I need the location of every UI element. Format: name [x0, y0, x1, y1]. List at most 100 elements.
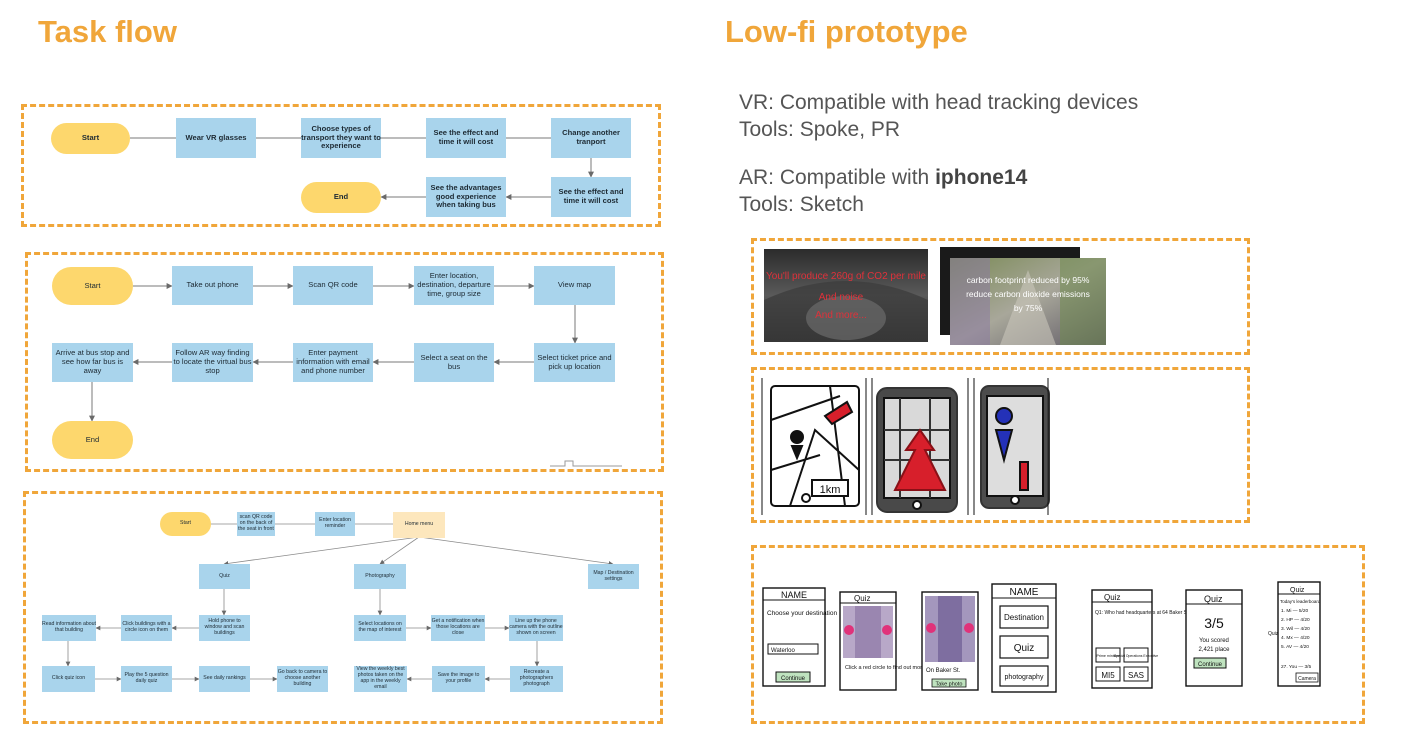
sketch7-row5: 5. AV — 4/20	[1281, 644, 1309, 650]
vr-car-line2: And noise	[819, 292, 864, 303]
sketch4-title: NAME	[1010, 587, 1039, 598]
ar-select-seat-node: Select a seat on the bus	[414, 343, 494, 382]
ar-sketch-arrow	[871, 378, 969, 515]
sketch6-button: Continue	[1198, 662, 1223, 668]
ar-enter-location-node: Enter location, destination, departure t…	[414, 266, 494, 305]
sketch7-row3: 3. Wil — 4/20	[1281, 626, 1310, 632]
sketch7-row2: 2. HP — 4/20	[1281, 617, 1310, 623]
sketch1-text: Choose your destination	[767, 610, 837, 617]
app-map-destination-node: Map / Destination settings	[588, 564, 639, 589]
ar-view-map-node: View map	[534, 266, 615, 305]
sketch6-score: 3/5	[1204, 615, 1224, 631]
vr-car-screenshot: You'll produce 260g of CO2 per mile And …	[764, 249, 928, 342]
vr-advantages-node: See the advantages good experience when …	[426, 177, 506, 217]
sketch7-row6: 27. You — 3/5	[1281, 664, 1311, 670]
sketch5-question: Q1: Who had headquarters at 64 Baker St.…	[1095, 610, 1211, 616]
vr-flow-connectors	[130, 137, 594, 200]
sketch7-title: Quiz	[1290, 587, 1305, 594]
ar-scan-node: Scan QR code	[293, 266, 373, 305]
app-start-node: Start	[160, 512, 211, 536]
app-flow-connectors	[65, 523, 614, 682]
sketch-quiz-question-screen: Quiz Q1: Who had headquarters at 64 Bake…	[1091, 589, 1211, 689]
sketch5-opt4: SAS	[1128, 671, 1144, 680]
sketch6-title: Quiz	[1204, 594, 1223, 604]
sketch-quiz-score-screen: Quiz 3/5 You scored 2,421 place Continue	[1185, 589, 1243, 687]
sketch7-side-label: Quiz	[1268, 631, 1279, 637]
sketch7-row4: 4. Mx — 4/20	[1281, 635, 1310, 641]
ar-sketch-map: 1km	[761, 378, 867, 515]
sketch1-title: NAME	[781, 590, 807, 600]
ar-start-node: Start	[52, 267, 133, 305]
ar-end-node: End	[52, 421, 133, 459]
vr-bus-line1: carbon footprint reduced by 95%	[967, 275, 1090, 285]
app-notification-node: Get a notification when those locations …	[431, 615, 485, 641]
sketch-photo-screen: On Baker St. Take photo	[921, 591, 979, 691]
app-recreate-node: Recreate a photographers photograph	[510, 666, 563, 692]
app-play-quiz-node: Play the 5 question daily quiz	[121, 666, 172, 692]
task-flow-heading: Task flow	[38, 14, 177, 49]
app-see-rankings-node: See daily rankings	[199, 666, 250, 692]
prototype-heading: Low-fi prototype	[725, 14, 968, 49]
vr-compat-text: VR: Compatible with head tracking device…	[739, 91, 1139, 114]
sketch3-label: On Baker St.	[926, 668, 961, 674]
vr-wear-node: Wear VR glasses	[176, 118, 256, 158]
ar-follow-node: Follow AR way finding to locate the virt…	[172, 343, 253, 382]
app-read-info-node: Read information about that building	[42, 615, 96, 641]
sketch7-row1: 1. Mi — 5/20	[1281, 608, 1309, 614]
app-click-quiz-node: Click quiz icon	[42, 666, 95, 692]
sketch-home-menu-screen: NAME Destination Quiz photography	[991, 583, 1057, 693]
sketch-quiz-camera-screen: Quiz Click a red circle to find out more…	[839, 591, 927, 691]
sketch5-title: Quiz	[1104, 593, 1120, 602]
sketch4-btn1: Destination	[1004, 613, 1044, 622]
ar-payment-node: Enter payment information with email and…	[293, 343, 373, 382]
app-hold-phone-node: Hold phone to window and scan buildings	[199, 615, 250, 641]
vr-screens-frame	[751, 238, 1250, 355]
app-go-back-node: Go back to camera to choose another buil…	[277, 666, 328, 692]
ar-sketches-frame	[751, 367, 1250, 523]
vr-bus-screenshot: carbon footprint reduced by 95% reduce c…	[940, 247, 1106, 345]
sketch2-title: Quiz	[854, 594, 870, 603]
ar-sketch-pin	[973, 378, 1050, 515]
ar-task-flow-frame	[25, 252, 664, 472]
sketch5-opt3: MI5	[1101, 671, 1115, 680]
vr-car-line1: You'll produce 260g of CO2 per mile	[766, 271, 926, 282]
sketch1-field: Waterloo	[771, 648, 795, 654]
vr-effect-node: See the effect and time it will cost	[426, 118, 506, 158]
ar-flow-connectors	[89, 283, 622, 467]
vr-tools-text: Tools: Spoke, PR	[739, 118, 901, 141]
vr-task-flow-frame	[21, 104, 661, 227]
sketch-leaderboard-screen: Quiz Today's leaderboard 1. Mi — 5/20 2.…	[1268, 581, 1321, 687]
app-scan-seat-node: scan QR code on the back of the seat in …	[237, 512, 275, 536]
ar-info: AR: Compatible with iphone14 Tools: Sket…	[739, 164, 1027, 218]
vr-effect2-node: See the effect and time it will cost	[551, 177, 631, 217]
ar-tools-text: Tools: Sketch	[739, 193, 864, 216]
sketch1-button: Continue	[781, 676, 806, 682]
ar-arrive-node: Arrive at bus stop and see how far bus i…	[52, 343, 133, 382]
sketch2-text: Click a red circle to find out more!	[845, 665, 927, 671]
app-enter-reminder-node: Enter location reminder	[315, 512, 355, 536]
ar-distance-label: 1km	[820, 484, 841, 496]
app-home-menu-node: Home menu	[393, 512, 445, 538]
app-line-up-node: Line up the phone camera with the outlin…	[509, 615, 563, 641]
app-view-weekly-node: View the weekly best photos taken on the…	[354, 666, 407, 692]
vr-start-node: Start	[51, 123, 130, 154]
sketch4-btn2: Quiz	[1014, 643, 1035, 654]
ar-device-name: iphone14	[935, 166, 1028, 189]
vr-bus-line3: by 75%	[1014, 303, 1043, 313]
ar-compat-text: AR: Compatible with iphone14	[739, 166, 1028, 189]
sketch7-subtitle: Today's leaderboard	[1280, 599, 1321, 604]
sketch4-btn3: photography	[1005, 674, 1044, 681]
sketch7-button: Camera	[1298, 676, 1316, 682]
app-task-flow-frame	[23, 491, 663, 724]
vr-car-line3: And more...	[815, 310, 867, 321]
app-sketches-frame	[751, 545, 1365, 724]
sketch5-opt1: Prime minister	[1097, 654, 1121, 658]
sketch6-rank: 2,421 place	[1198, 647, 1230, 653]
vr-change-node: Change another tranport	[551, 118, 631, 158]
ar-take-phone-node: Take out phone	[172, 266, 253, 305]
app-photography-node: Photography	[354, 564, 406, 589]
app-click-buildings-node: Click buildings with a circle icon on th…	[121, 615, 172, 641]
